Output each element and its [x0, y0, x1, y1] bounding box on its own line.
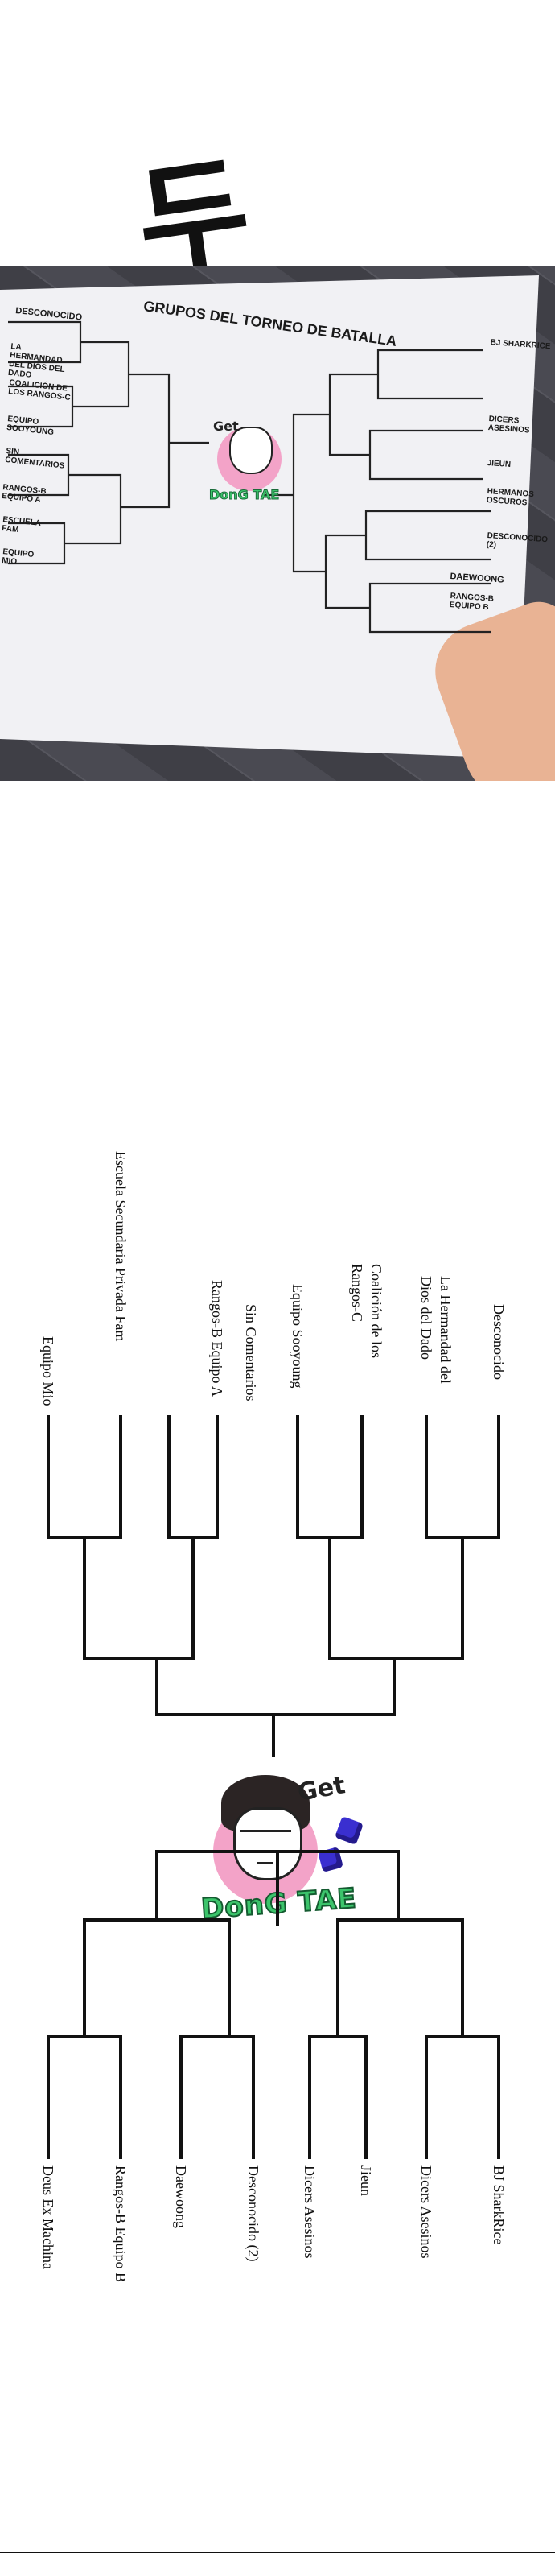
- top-semi: [155, 1657, 396, 1716]
- top-team-1: Desconocido: [491, 1304, 507, 1380]
- photo-logo-face-icon: [229, 427, 273, 474]
- top-team-8: Equipo Mio: [40, 1336, 56, 1406]
- top-round-2-left: [83, 1536, 195, 1660]
- top-team-2: La Hermandad del Dios del Dado: [418, 1276, 454, 1384]
- top-team-7: Escuela Secundaria Privada Fam: [113, 1151, 129, 1342]
- bottom-team-7: Rangos-B Equipo B: [113, 2165, 129, 2283]
- photo-panel: GRUPOS DEL TORNEO DE BATALLA DESCONOCIDO…: [0, 266, 555, 781]
- bottom-team-5: Desconocido (2): [245, 2165, 261, 2262]
- top-team-4: Equipo Sooyoung: [290, 1284, 306, 1389]
- top-team-3: Coalición de los Rangos-C: [349, 1264, 384, 1358]
- bottom-round-2-left: [83, 1918, 231, 2038]
- bottom-team-6: Daewoong: [173, 2165, 189, 2228]
- bottom-pair-3: [179, 2035, 255, 2159]
- photo-logo-get: Get: [213, 419, 239, 434]
- center-logo-glasses-icon: [240, 1830, 291, 1845]
- bottom-pair-2: [308, 2035, 368, 2159]
- photo-bracket-lines: [8, 320, 491, 634]
- top-team-5: Sin Comentarios: [243, 1304, 259, 1402]
- photo-logo-name: DonG TAE: [208, 487, 280, 503]
- footer-divider: [0, 2552, 555, 2553]
- bottom-round-2-right: [336, 1918, 464, 2038]
- photo-logo: Get DonG TAE: [205, 411, 294, 515]
- bottom-team-3: Jieun: [358, 2165, 374, 2196]
- bottom-semi: [155, 1850, 400, 1922]
- bottom-team-1: BJ SharkRice: [491, 2165, 507, 2245]
- bottom-team-4: Dicers Asesinos: [302, 2165, 318, 2259]
- bottom-pair-1: [425, 2035, 500, 2159]
- bottom-pair-4: [47, 2035, 122, 2159]
- top-team-6: Rangos-B Equipo A: [209, 1280, 225, 1397]
- center-logo-face-icon: [233, 1807, 302, 1880]
- bottom-team-8: Deus Ex Machina: [40, 2165, 56, 2269]
- top-round-2-right: [328, 1536, 464, 1660]
- bottom-team-2: Dicers Asesinos: [418, 2165, 434, 2259]
- center-logo-mouth-icon: [257, 1857, 273, 1864]
